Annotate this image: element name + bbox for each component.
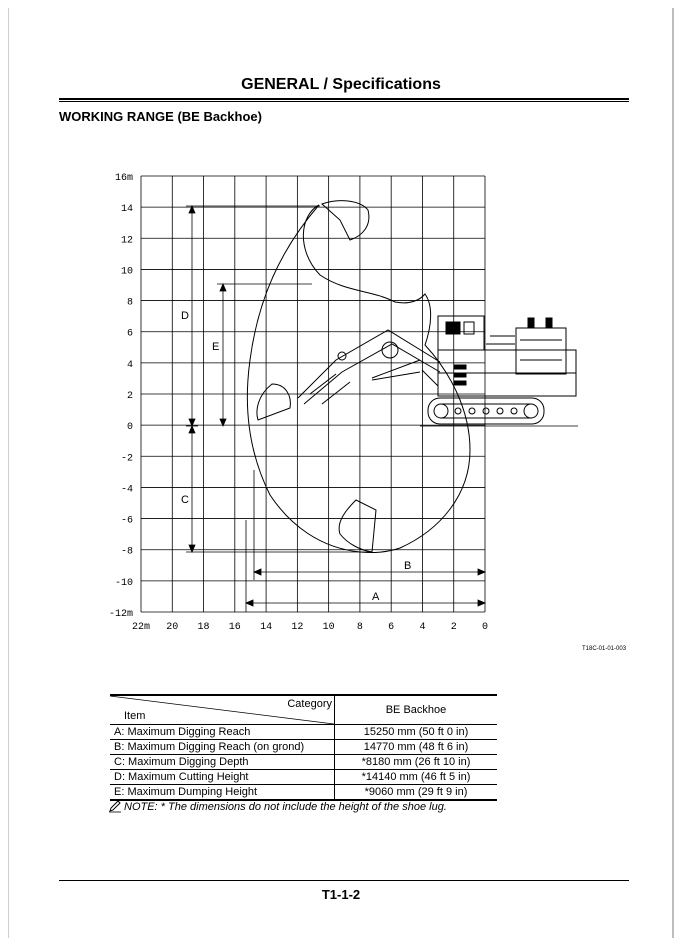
bucket-bottom [338,499,377,553]
y-tick-label: 14 [121,204,133,215]
y-tick-label: -6 [121,516,133,527]
header-item: Item [124,710,146,722]
y-tick-label: 10 [121,266,133,277]
x-tick-label: 12 [291,622,303,633]
y-tick-label: 16m [115,173,133,184]
table-row: D: Maximum Cutting Height *14140 mm (46 … [110,769,497,785]
table-row: E: Maximum Dumping Height *9060 mm (29 f… [110,784,497,801]
bucket-top [321,200,370,241]
x-tick-label: 22m [132,622,150,633]
x-tick-label: 14 [260,622,272,633]
row-value: *14140 mm (46 ft 5 in) [334,769,497,785]
x-tick-label: 2 [451,622,457,633]
row-item: B: Maximum Digging Reach (on grond) [110,739,335,755]
x-tick-label: 0 [482,622,488,633]
y-tick-label: 12 [121,235,133,246]
y-tick-label: -8 [121,547,133,558]
diagram-grid [140,175,486,613]
row-value: 15250 mm (50 ft 0 in) [334,724,497,740]
page-frame [8,8,674,938]
y-tick-label: -4 [121,484,133,495]
y-tick-label: -12m [109,609,133,620]
cab [437,315,485,351]
table-header-row: Category Item BE Backhoe [110,694,497,725]
specification-table: Category Item BE Backhoe A: Maximum Digg… [110,694,497,801]
section-title: WORKING RANGE (BE Backhoe) [59,109,262,124]
y-tick-label: 6 [127,329,133,340]
row-item: E: Maximum Dumping Height [110,784,335,801]
y-tick-label: -10 [115,578,133,589]
x-tick-label: 4 [419,622,425,633]
bucket-reach [256,383,291,421]
x-tick-label: 18 [198,622,210,633]
row-item: A: Maximum Digging Reach [110,724,335,740]
table-row: B: Maximum Digging Reach (on grond) 1477… [110,739,497,755]
page-number: T1-1-2 [321,887,361,902]
row-item: D: Maximum Cutting Height [110,769,335,785]
header-category: Category [287,698,332,710]
x-tick-label: 10 [323,622,335,633]
table-row: A: Maximum Digging Reach 15250 mm (50 ft… [110,724,497,740]
crawler-track [427,397,545,425]
dimension-label-d: D [181,310,189,322]
footer-rule [59,880,629,881]
pencil-icon [108,800,122,816]
dimension-lines [186,204,487,612]
header-diagonal [110,696,334,724]
x-tick-label: 16 [229,622,241,633]
engine-house [515,327,567,375]
dimension-label-c: C [181,494,189,506]
x-tick-label: 6 [388,622,394,633]
y-tick-label: 2 [127,391,133,402]
x-tick-label: 20 [166,622,178,633]
y-axis-labels: 16m 14 12 10 8 6 4 2 0 -2 -4 -6 -8 -10 -12m [109,173,133,620]
excavator-drawing [427,315,577,425]
row-value: *9060 mm (29 ft 9 in) [334,784,497,801]
dimension-label-b: B [404,560,411,572]
x-tick-label: 8 [357,622,363,633]
digging-envelope [246,204,471,553]
table-row: C: Maximum Digging Depth *8180 mm (26 ft… [110,754,497,770]
dimension-label-e: E [212,341,219,353]
boom-arm-drawing [256,200,441,553]
figure-code: T18C-01-01-003 [582,646,627,652]
y-tick-label: 4 [127,360,133,371]
note: NOTE: * The dimensions do not include th… [108,800,447,816]
header-category-item-cell: Category Item [110,694,335,725]
header-value: BE Backhoe [334,694,497,725]
note-text: NOTE: * The dimensions do not include th… [124,801,447,813]
row-value: *8180 mm (26 ft 10 in) [334,754,497,770]
header-rule [59,98,629,102]
y-tick-label: -2 [121,453,133,464]
y-tick-label: 0 [127,422,133,433]
page-title: GENERAL / Specifications [241,76,441,93]
row-item: C: Maximum Digging Depth [110,754,335,770]
y-tick-label: 8 [127,298,133,309]
row-value: 14770 mm (48 ft 6 in) [334,739,497,755]
dimension-label-a: A [372,591,380,603]
